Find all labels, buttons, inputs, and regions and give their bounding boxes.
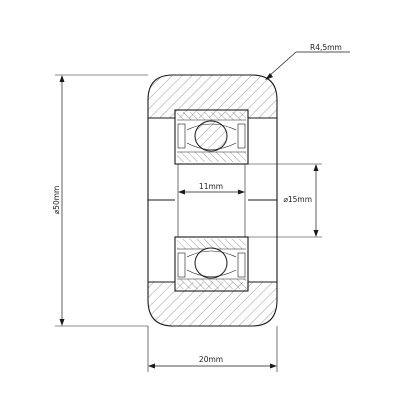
outer-diameter-dimension: ⌀50mm — [52, 74, 148, 327]
inner-diameter-dimension: ⌀15mm — [248, 163, 322, 238]
inner-diameter-label: ⌀15mm — [283, 195, 312, 204]
upper-bearing — [174, 109, 249, 165]
outer-diameter-label: ⌀50mm — [52, 186, 61, 215]
overall-width-dimension: 20mm — [147, 326, 278, 372]
radius-callout: R4,5mm — [265, 43, 350, 80]
overall-width-label: 20mm — [199, 355, 223, 364]
radius-label: R4,5mm — [310, 43, 342, 52]
roller-tire — [147, 74, 278, 327]
inner-width-label: 11mm — [199, 182, 223, 191]
inner-width-dimension: 11mm — [178, 182, 245, 195]
lower-bearing — [174, 236, 249, 292]
bore — [177, 164, 246, 237]
